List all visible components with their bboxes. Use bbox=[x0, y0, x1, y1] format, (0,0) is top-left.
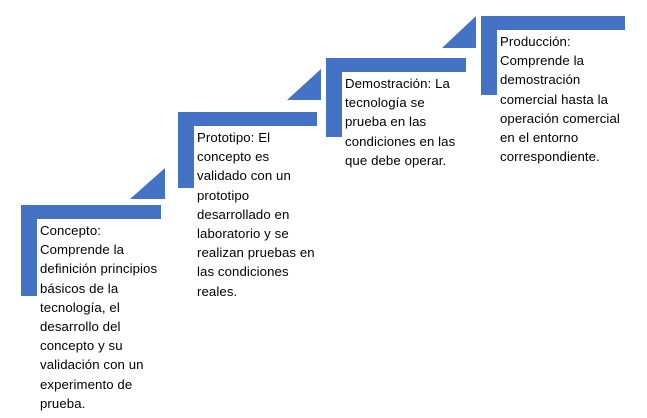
step-demostracion-top-bar bbox=[326, 58, 466, 72]
riser-demostracion-produccion bbox=[442, 16, 476, 48]
step-produccion-top-bar bbox=[481, 16, 625, 30]
step-prototipo-left-bar bbox=[178, 112, 194, 188]
step-concepto-label: Concepto: Comprende la definición princi… bbox=[40, 223, 161, 411]
step-demostracion-label: Demostración: La tecnología se prueba en… bbox=[345, 76, 460, 168]
step-concepto-top-bar bbox=[21, 205, 161, 219]
riser-concepto-prototipo bbox=[130, 168, 165, 199]
riser-prototipo-demostracion bbox=[287, 69, 321, 100]
step-produccion-label: Producción: Comprende la demostración co… bbox=[500, 34, 624, 165]
step-demostracion-left-bar bbox=[326, 58, 342, 137]
step-concepto-left-bar bbox=[21, 205, 37, 296]
step-prototipo-label: Prototipo: El concepto es validado con u… bbox=[197, 130, 319, 299]
step-prototipo-top-bar bbox=[178, 112, 317, 126]
step-produccion-left-bar bbox=[481, 16, 497, 95]
